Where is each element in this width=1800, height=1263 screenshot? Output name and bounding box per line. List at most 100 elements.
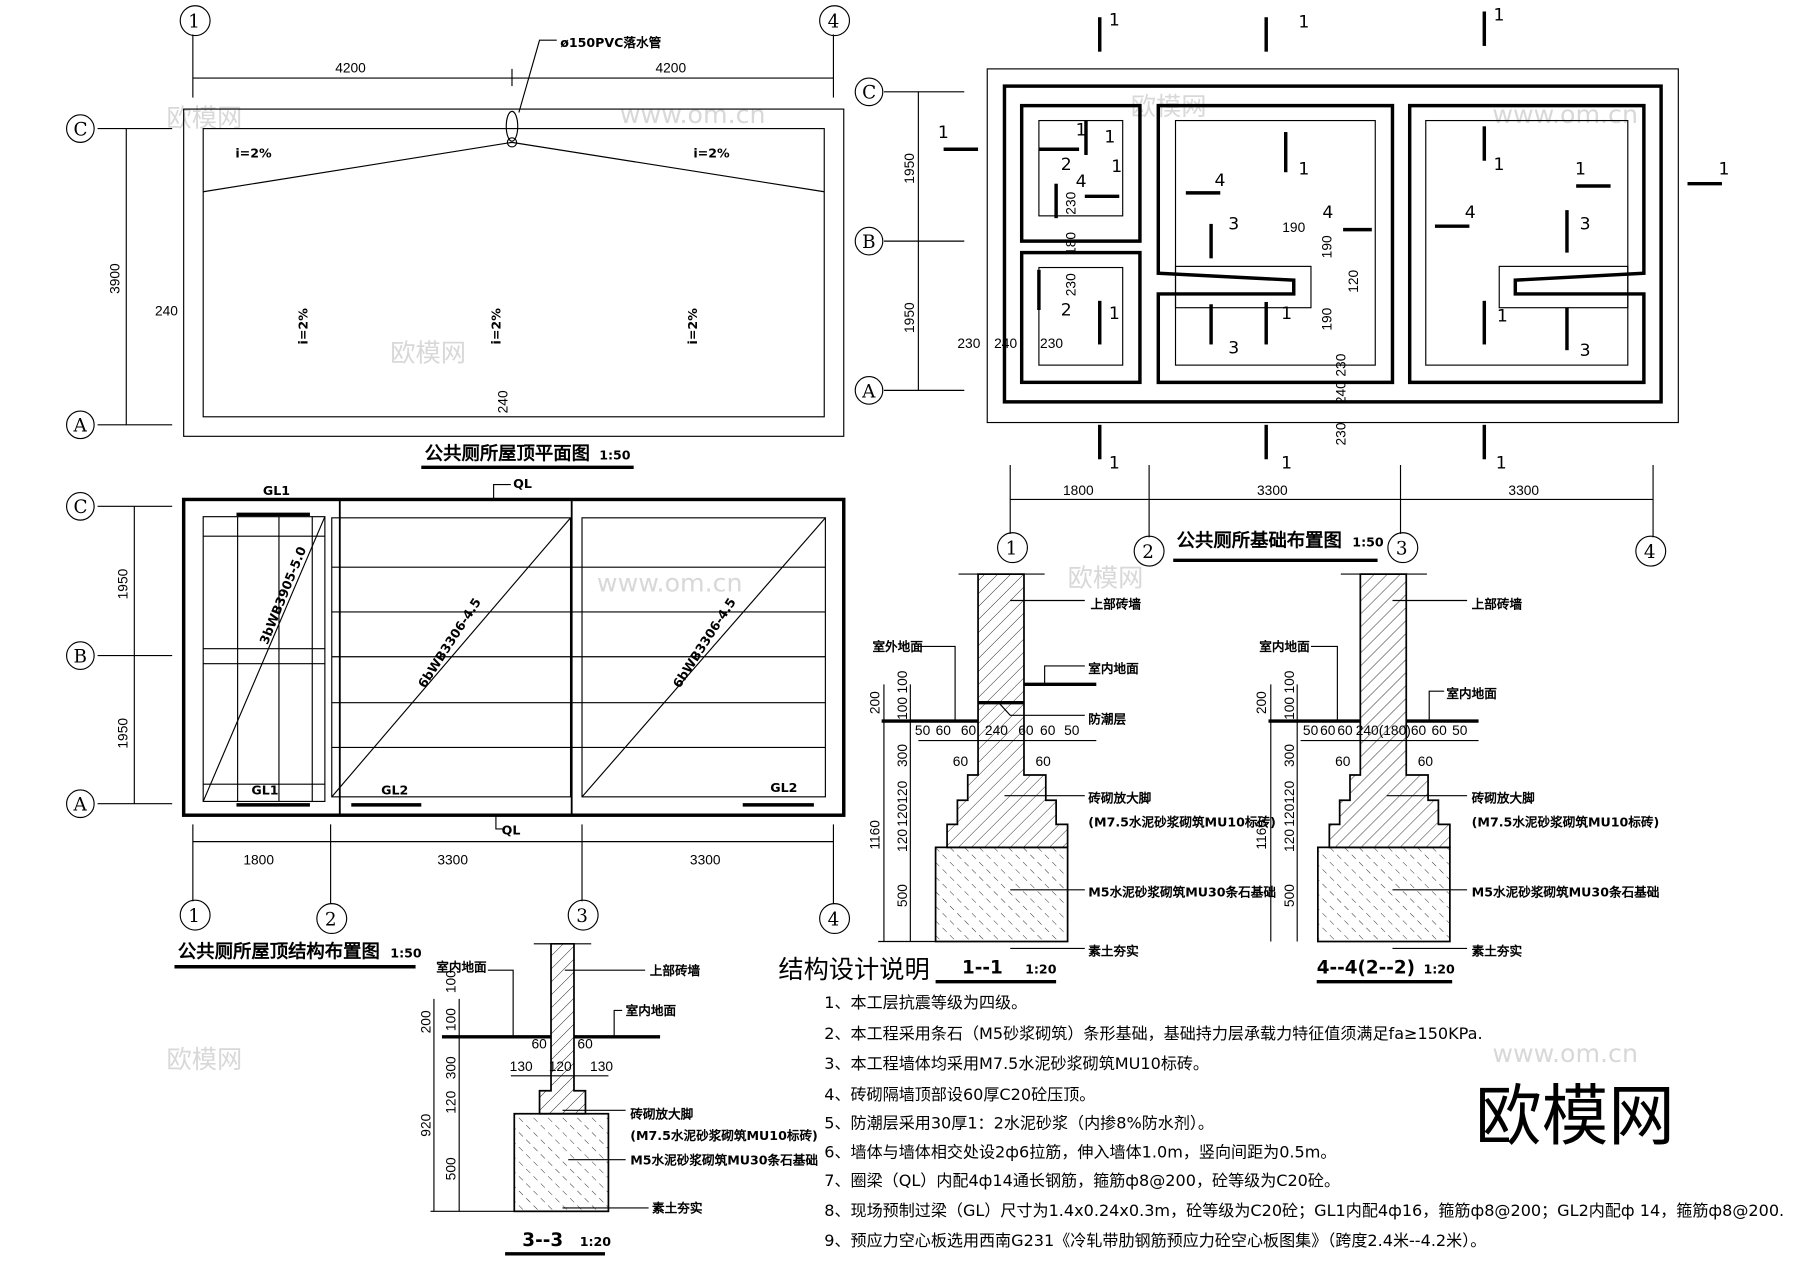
dim-text: 120: [1346, 269, 1361, 292]
dim-text: 300: [895, 744, 910, 767]
section-mark-label: 1: [1111, 157, 1122, 177]
svg-text:3: 3: [576, 906, 588, 927]
note-item: 7、圈梁（QL）内配4ф14通长钢筋，箍筋ф8@200，砼等级为C20砼。: [824, 1171, 1340, 1190]
section-mark-label: 1: [1496, 453, 1507, 473]
section-mark-label: 1: [1575, 160, 1586, 180]
dim-text: 60: [1418, 754, 1434, 769]
svg-text:C: C: [73, 497, 87, 518]
dim-text: 200: [1254, 691, 1269, 714]
svg-text:2: 2: [1142, 542, 1154, 563]
label-indoor-ground: 室内地面: [1446, 686, 1497, 701]
section-mark-label: 3: [1580, 341, 1591, 361]
dim-text: 100: [895, 697, 910, 720]
dim-text: 100: [444, 970, 459, 993]
label-indoor-ground: 室内地面: [436, 959, 487, 974]
watermark-logo: 欧模网: [390, 339, 466, 368]
drawing-title: 公共厕所屋顶结构布置图: [178, 941, 380, 963]
dim-text: 60: [1035, 754, 1051, 769]
section-mark-label: 1: [1281, 453, 1292, 473]
label-indoor-ground: 室内地面: [626, 1003, 677, 1018]
svg-text:1: 1: [1006, 539, 1018, 560]
roof-structure-plan: GL1 GL1 GL2 GL2 QL QL 3bWB3905-5.0 6bWB3…: [66, 476, 851, 969]
label-footing: 砖砌放大脚: [630, 1106, 693, 1121]
svg-text:A: A: [861, 381, 876, 402]
axis-bubble-3: 3: [1387, 532, 1419, 564]
slope-label: i=2%: [489, 308, 504, 345]
dim-text: 230: [1064, 191, 1079, 214]
dim-text: 60: [1040, 723, 1056, 738]
section-mark-label: 1: [1109, 453, 1120, 473]
watermarks: 欧模网 www.om.cn 欧模网 欧模网 www.om.cn 欧模网 www.…: [166, 92, 1674, 1155]
note-item: 2、本工程采用条石（M5砂浆砌筑）条形基础，基础持力层承载力特征值须满足fa≥1…: [824, 1024, 1482, 1043]
dim-text: 120: [895, 829, 910, 852]
section-mark-label: 1: [1109, 304, 1120, 324]
dim-text: 500: [1282, 884, 1297, 907]
dim-text: 50: [1303, 723, 1319, 738]
drawing-title: 公共厕所屋顶平面图: [425, 443, 590, 464]
section-mark-label: 4: [1322, 203, 1333, 223]
dim-text: 230: [957, 336, 980, 351]
dim-text: 60: [532, 1036, 548, 1051]
dim-text: 3300: [437, 853, 468, 868]
svg-text:C: C: [73, 119, 87, 140]
drawing-title: 公共厕所基础布置图: [1177, 530, 1342, 552]
dim-text: 240: [994, 336, 1017, 351]
dim-text: 200: [867, 691, 882, 714]
label-stone-base: M5水泥砂浆砌筑MU30条石基础: [1088, 885, 1276, 900]
axis-bubble-b: B: [854, 226, 884, 256]
section-mark-label: 1: [1493, 155, 1504, 175]
watermark-url: www.om.cn: [1492, 1039, 1638, 1068]
watermark-url: www.om.cn: [620, 100, 766, 129]
axis-bubble-4: 4: [1635, 535, 1667, 567]
label-stone-base: M5水泥砂浆砌筑MU30条石基础: [1472, 885, 1660, 900]
dim-text: 240(180): [1356, 723, 1411, 738]
watermark-url: www.om.cn: [597, 568, 743, 597]
section-mark-label: 2: [1061, 301, 1072, 321]
section-title: 1--1: [962, 958, 1003, 979]
axis-bubble-c: C: [66, 114, 95, 143]
note-item: 4、砖砌隔墙顶部设60厚C20砼压顶。: [824, 1085, 1095, 1104]
section-mark-label: 1: [1076, 120, 1087, 140]
axis-bubble-c: C: [66, 491, 95, 521]
notes-title: 结构设计说明: [778, 955, 929, 984]
label-footing: 砖砌放大脚: [1088, 791, 1151, 806]
lintel-label: GL1: [263, 483, 290, 498]
svg-text:4: 4: [1644, 542, 1656, 563]
axis-bubble-3: 3: [567, 899, 599, 931]
watermark-logo: 欧模网: [1068, 564, 1144, 593]
svg-text:4: 4: [828, 909, 840, 930]
ring-beam-label: QL: [502, 823, 521, 838]
label-outdoor-ground: 室外地面: [872, 639, 923, 654]
section-mark-label: 1: [1497, 306, 1508, 326]
dim-text: 50: [1064, 723, 1080, 738]
label-footing: 砖砌放大脚: [1472, 791, 1535, 806]
dim-text: 1160: [1254, 820, 1269, 850]
dim-text: 100: [1282, 670, 1297, 693]
dim-text: 130: [590, 1059, 613, 1074]
dim-text: 50: [915, 723, 931, 738]
svg-text:1: 1: [188, 12, 200, 33]
dim-text: 60: [961, 723, 977, 738]
dim-text: 190: [1320, 235, 1335, 258]
dim-text: 3900: [107, 263, 122, 294]
label-footing-spec: (M7.5水泥砂浆砌筑MU10标砖): [630, 1128, 818, 1143]
dim-text: 100: [895, 670, 910, 693]
lintel-label: GL2: [770, 780, 797, 795]
note-item: 9、预应力空心板选用西南G231《冷轧带肋钢筋预应力砼空心板图集》（跨度2.4米…: [824, 1231, 1486, 1250]
section-scale: 1:20: [1025, 962, 1057, 977]
dim-text: 3300: [1508, 483, 1539, 498]
axis-bubble-4: 4: [819, 5, 851, 37]
section-title: 3--3: [522, 1230, 563, 1251]
svg-text:B: B: [73, 646, 86, 667]
svg-text:3: 3: [1396, 539, 1408, 560]
label-indoor-ground: 室内地面: [1088, 661, 1139, 676]
lintel-label: GL1: [251, 783, 278, 798]
label-stone-base: M5水泥砂浆砌筑MU30条石基础: [630, 1152, 818, 1167]
dim-text: 1950: [115, 568, 130, 599]
note-item: 6、墙体与墙体相交处设2ф6拉筋，伸入墙体1.0m，竖向间距为0.5m。: [824, 1142, 1336, 1161]
dim-text: 60: [953, 754, 969, 769]
